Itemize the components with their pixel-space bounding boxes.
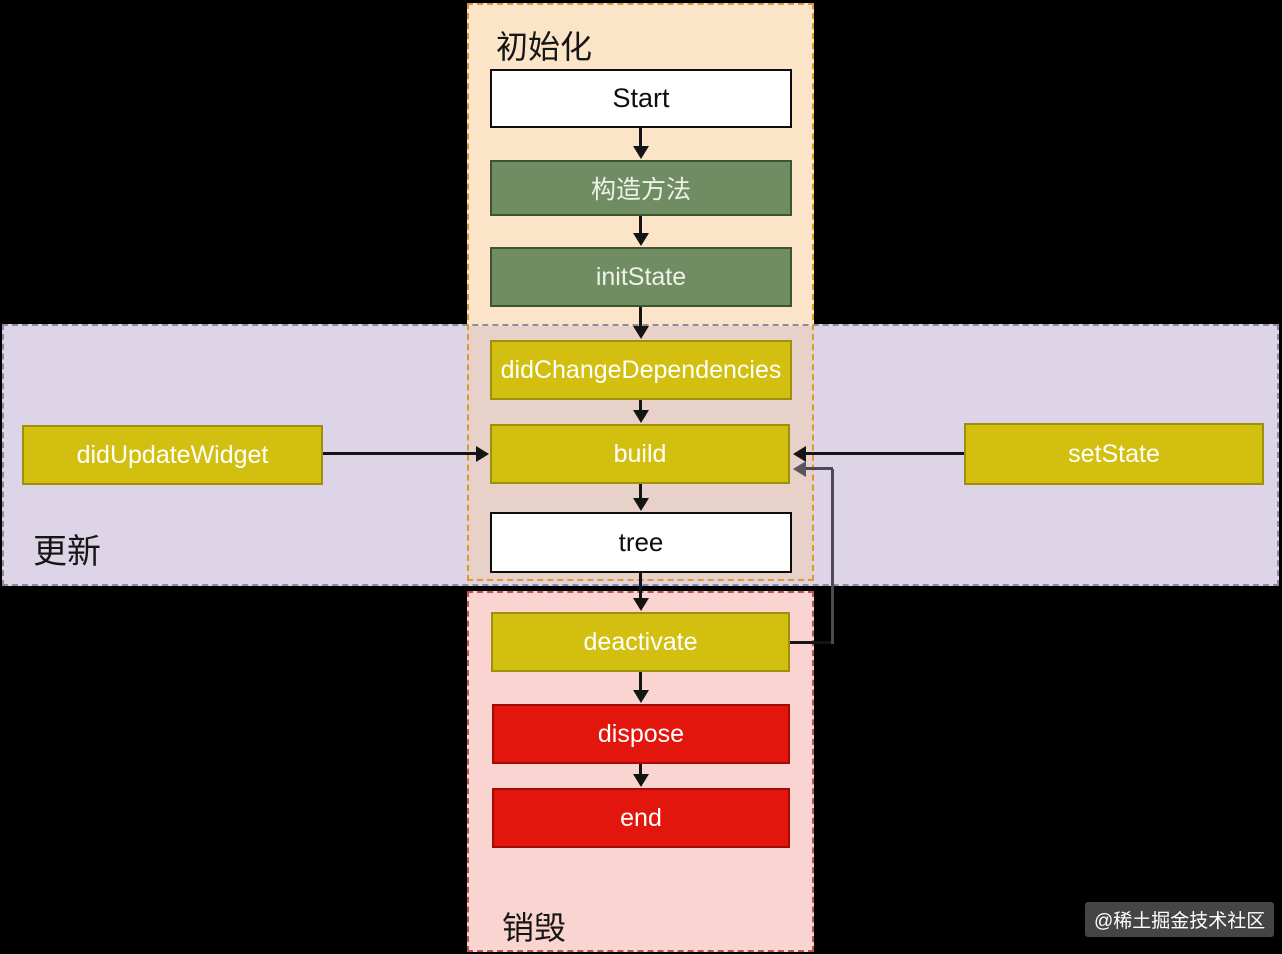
node-initstate: initState [490, 247, 792, 307]
init-section-label: 初始化 [496, 29, 593, 65]
node-constructor: 构造方法 [490, 160, 792, 216]
node-dispose: dispose [492, 704, 790, 764]
arrow-deactivate-to-dispose [632, 672, 649, 703]
node-build: build [490, 424, 790, 484]
node-setstate: setState [964, 423, 1264, 485]
arrow-start-to-constructor [632, 128, 649, 159]
update-section-label: 更新 [33, 533, 101, 571]
node-didupdatewidget: didUpdateWidget [22, 425, 323, 485]
arrow-dispose-to-end [632, 764, 649, 787]
node-start: Start [490, 69, 792, 128]
node-end: end [492, 788, 790, 848]
arrow-deactivate-feedback-to-build [793, 460, 833, 477]
destroy-section-label: 销毁 [502, 910, 567, 946]
arrow-constructor-to-initstate [632, 216, 649, 246]
arrow-build-to-tree [632, 484, 649, 511]
arrow-didchangedependencies-to-build [632, 400, 649, 423]
arrow-deactivate-feedback-vertical [831, 469, 834, 644]
watermark: @稀土掘金技术社区 [1085, 902, 1275, 937]
arrow-setstate-to-build [793, 445, 964, 462]
node-tree: tree [490, 512, 792, 573]
arrow-didupdatewidget-to-build [323, 445, 489, 462]
node-deactivate: deactivate [491, 612, 790, 672]
arrow-initstate-to-didchangedependencies [632, 307, 649, 339]
arrow-tree-to-deactivate [632, 573, 649, 611]
node-didchangedependencies: didChangeDependencies [490, 340, 792, 400]
arrow-deactivate-feedback-stub [790, 641, 833, 644]
